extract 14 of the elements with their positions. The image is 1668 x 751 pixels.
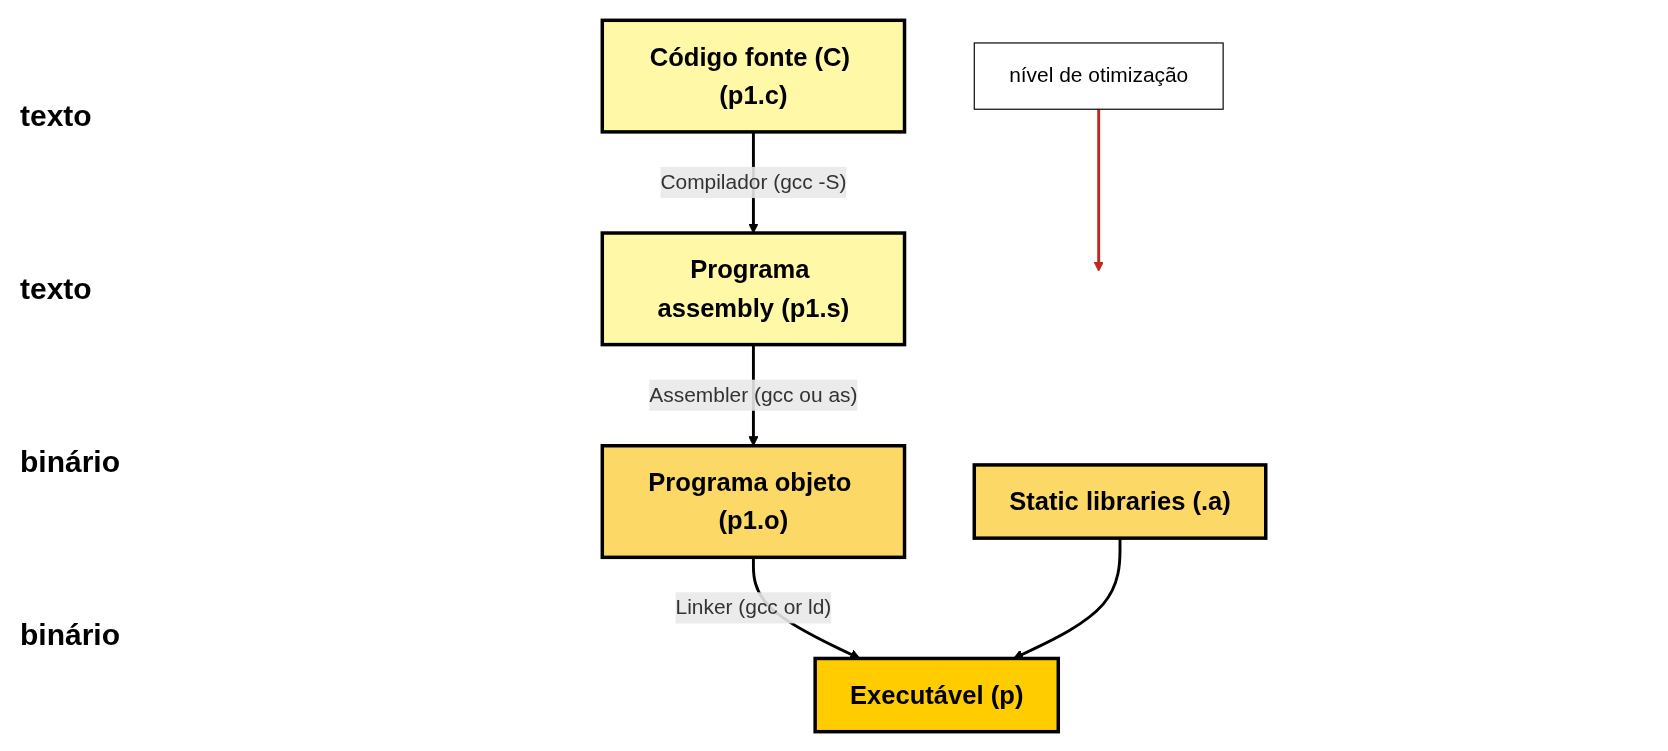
edge-label: Assembler (gcc ou as): [649, 382, 858, 406]
side-label: binário: [20, 617, 121, 652]
node-box: nível de otimização: [973, 41, 1224, 110]
side-label: texto: [20, 99, 93, 134]
edge-label: Linker (gcc or ld): [675, 595, 832, 619]
side-label: binário: [20, 444, 121, 479]
side-label: texto: [20, 272, 93, 307]
edge-label: Compilador (gcc -S): [660, 169, 847, 193]
node-box: Código fonte (C) (p1.c): [600, 18, 907, 134]
node-box: Static libraries (.a): [972, 462, 1268, 540]
node-box: Executável (p): [813, 656, 1060, 733]
node-box: Programa assembly (p1.s): [600, 230, 907, 346]
node-box: Programa objeto (p1.o): [600, 443, 907, 559]
arrow: [1093, 108, 1104, 272]
